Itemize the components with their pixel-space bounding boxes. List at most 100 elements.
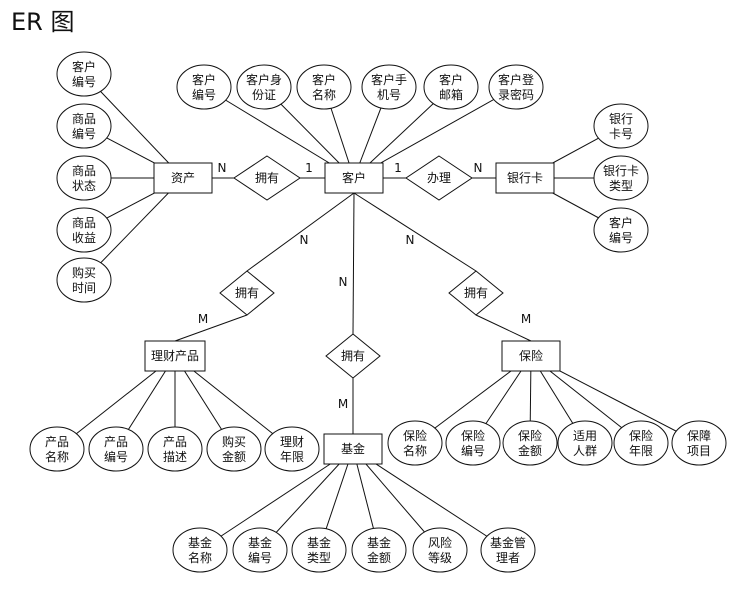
entity-fund: 基金: [323, 433, 383, 465]
attribute-customer-5: 客户登录密码: [488, 64, 544, 110]
attribute-fund-4: 风险等级: [412, 527, 468, 573]
entity-wealth: 理财产品: [144, 340, 206, 372]
relationship-label: 拥有: [341, 349, 365, 363]
entity-label: 资产: [171, 171, 195, 185]
entity-insurance: 保险: [501, 340, 561, 372]
attribute-asset-2: 商品状态: [56, 155, 112, 201]
entity-bankcard: 银行卡: [495, 162, 555, 194]
attribute-label: 基金编号: [248, 535, 272, 565]
attribute-fund-5: 基金管理者: [480, 527, 536, 573]
entity-label: 客户: [342, 170, 366, 185]
attribute-wealth-2: 产品描述: [147, 426, 203, 472]
attribute-label: 商品编号: [72, 111, 96, 141]
relationship-r_ins: 拥有: [448, 270, 504, 316]
attribute-label: 保障项目: [687, 428, 711, 458]
attribute-label: 产品描述: [163, 435, 187, 464]
cardinality-label: N: [406, 233, 415, 247]
attribute-label: 商品状态: [72, 163, 96, 193]
attribute-customer-0: 客户编号: [176, 64, 232, 110]
attribute-fund-3: 基金金额: [351, 527, 407, 573]
attribute-label: 基金金额: [367, 535, 391, 565]
attribute-insurance-3: 适用人群: [557, 420, 613, 466]
attribute-label: 客户邮箱: [439, 72, 463, 102]
entity-label: 银行卡: [507, 171, 543, 185]
cardinality-label: N: [474, 161, 483, 175]
attribute-label: 银行卡类型: [603, 164, 639, 193]
attribute-link: [352, 448, 509, 551]
attribute-label: 保险编号: [461, 428, 485, 458]
attribute-insurance-2: 保险金额: [502, 420, 558, 466]
relationship-link: [174, 314, 248, 342]
attribute-asset-0: 客户编号: [56, 51, 112, 97]
attribute-label: 客户登录密码: [498, 72, 534, 102]
cardinality-label: N: [339, 275, 348, 289]
attribute-label: 保险名称: [403, 428, 427, 458]
attribute-label: 理财年限: [280, 435, 304, 464]
relationship-link: [353, 192, 477, 272]
attribute-label: 适用人群: [573, 429, 597, 458]
attribute-wealth-1: 产品编号: [88, 426, 144, 472]
attribute-insurance-5: 保障项目: [671, 420, 727, 466]
attribute-insurance-4: 保险年限: [613, 420, 669, 466]
relationship-link: [475, 314, 532, 342]
attribute-label: 客户编号: [72, 59, 96, 89]
entity-label: 理财产品: [151, 349, 199, 363]
relationship-link: [246, 192, 355, 272]
attribute-label: 产品编号: [104, 435, 128, 464]
relationship-label: 拥有: [235, 286, 259, 300]
attribute-customer-2: 客户名称: [296, 64, 352, 110]
entity-asset: 资产: [153, 162, 213, 194]
attribute-bankcard-1: 银行卡类型: [593, 155, 649, 201]
attribute-fund-1: 基金编号: [232, 527, 288, 573]
cardinality-label: N: [300, 233, 309, 247]
relationship-label: 拥有: [464, 286, 488, 300]
relationship-r_card: 办理: [405, 155, 473, 201]
cardinality-label: 1: [394, 161, 402, 175]
attribute-label: 基金名称: [188, 535, 212, 565]
attribute-asset-4: 购买时间: [56, 257, 112, 303]
attribute-label: 客户名称: [312, 72, 336, 102]
relationship-label: 办理: [427, 170, 451, 185]
entity-customer: 客户: [324, 162, 384, 194]
relationship-r_wealth: 拥有: [219, 270, 275, 316]
attribute-bankcard-0: 银行卡号: [593, 103, 649, 149]
cardinality-label: N: [218, 161, 227, 175]
attribute-insurance-1: 保险编号: [445, 420, 501, 466]
attribute-label: 客户手机号: [371, 72, 407, 102]
attribute-label: 客户编号: [609, 215, 633, 245]
attribute-label: 基金类型: [307, 535, 331, 565]
attribute-customer-3: 客户手机号: [361, 64, 417, 110]
attribute-wealth-0: 产品名称: [29, 426, 85, 472]
attribute-label: 保险金额: [518, 428, 542, 458]
page-title: ER 图: [11, 8, 75, 36]
attribute-customer-4: 客户邮箱: [423, 64, 479, 110]
attribute-fund-0: 基金名称: [172, 527, 228, 573]
attribute-label: 基金管理者: [490, 535, 526, 565]
attribute-customer-1: 客户身份证: [236, 64, 292, 110]
attribute-label: 客户编号: [192, 72, 216, 102]
attribute-label: 银行卡号: [609, 112, 633, 141]
attribute-label: 客户身份证: [246, 72, 282, 102]
attribute-label: 风险等级: [428, 535, 452, 565]
relationship-r_fund: 拥有: [325, 333, 381, 379]
attribute-insurance-0: 保险名称: [387, 420, 443, 466]
attribute-asset-3: 商品收益: [56, 207, 112, 253]
entity-label: 保险: [519, 348, 543, 363]
attribute-label: 购买金额: [222, 434, 246, 464]
attribute-bankcard-2: 客户编号: [593, 207, 649, 253]
relationship-r_asset: 拥有: [233, 155, 301, 201]
cardinality-label: M: [521, 312, 531, 326]
cardinality-label: 1: [305, 161, 313, 175]
attribute-label: 保险年限: [629, 428, 653, 458]
cardinality-label: M: [338, 397, 348, 411]
attribute-fund-2: 基金类型: [291, 527, 347, 573]
attribute-asset-1: 商品编号: [56, 103, 112, 149]
attribute-label: 产品名称: [45, 435, 69, 464]
cardinality-label: M: [198, 312, 208, 326]
attribute-link: [199, 448, 354, 551]
entity-label: 基金: [341, 441, 365, 456]
relationship-label: 拥有: [255, 171, 279, 185]
relationship-link: [352, 192, 355, 335]
attribute-wealth-3: 购买金额: [206, 426, 262, 472]
